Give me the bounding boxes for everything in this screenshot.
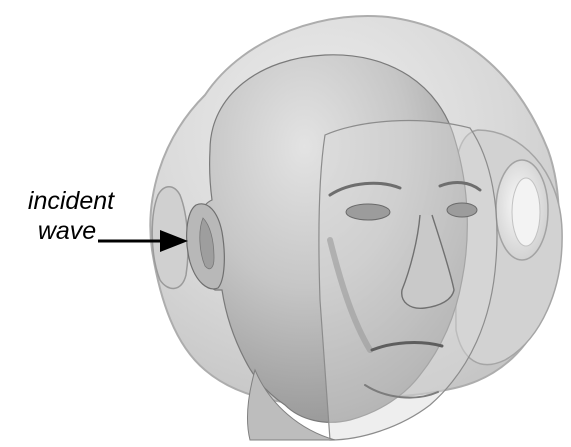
annotation-incident: incident (8, 186, 134, 216)
eye-right (447, 203, 477, 217)
right-ear-pad-inner (512, 178, 540, 246)
eye-left (346, 204, 390, 220)
annotation-wave: wave (12, 216, 122, 246)
